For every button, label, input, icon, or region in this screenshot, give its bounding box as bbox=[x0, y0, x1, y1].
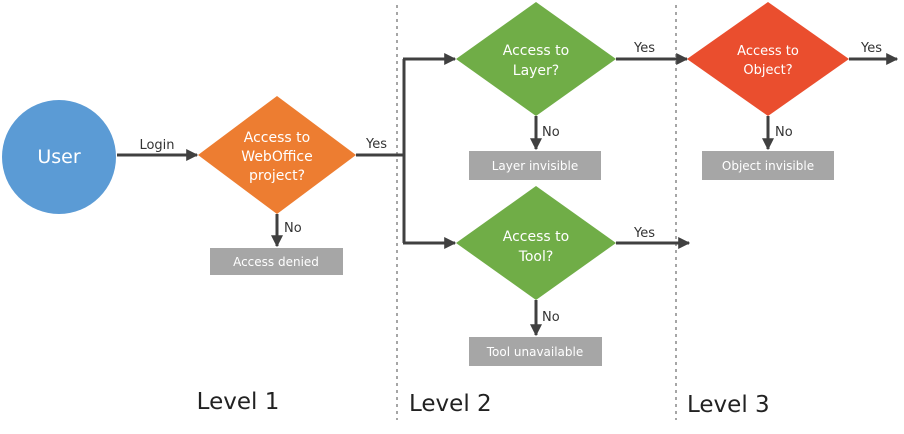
layer-invisible-label: Layer invisible bbox=[492, 159, 579, 173]
access-denied-box bbox=[210, 248, 343, 275]
webOffice-decision-line-3: project? bbox=[249, 168, 305, 184]
level-3-label: Level 3 bbox=[687, 392, 770, 418]
level-2-label: Level 2 bbox=[409, 391, 492, 417]
login-edge-label: Login bbox=[139, 138, 174, 153]
webOffice-decision-line-2: WebOffice bbox=[241, 149, 312, 165]
object-invisible-label: Object invisible bbox=[722, 159, 814, 173]
object-decision bbox=[687, 2, 849, 116]
webOffice-decision-line-1: Access to bbox=[244, 130, 310, 146]
object-yes-label: Yes bbox=[860, 41, 882, 56]
layer-invisible-box bbox=[469, 151, 601, 180]
tool-decision bbox=[456, 186, 616, 300]
layer-decision-line-2: Layer? bbox=[513, 63, 559, 79]
user-label: User bbox=[37, 146, 80, 168]
tool-no-label: No bbox=[542, 310, 560, 325]
tool-decision-line-1: Access to bbox=[503, 229, 569, 245]
layer-decision-line-1: Access to bbox=[503, 43, 569, 59]
object-decision-line-1: Access to bbox=[737, 44, 799, 59]
layer-yes-label: Yes bbox=[633, 41, 655, 56]
tool-unavailable-box bbox=[469, 337, 602, 366]
tool-unavailable-label: Tool unavailable bbox=[486, 345, 584, 359]
object-invisible-box bbox=[702, 151, 834, 180]
tool-decision-line-2: Tool? bbox=[518, 249, 554, 265]
level-1-label: Level 1 bbox=[197, 389, 280, 415]
access-denied-label: Access denied bbox=[233, 255, 319, 269]
user-node bbox=[2, 100, 116, 214]
webOffice-decision bbox=[198, 96, 356, 214]
tool-yes-label: Yes bbox=[633, 226, 655, 241]
object-decision-line-2: Object? bbox=[743, 63, 792, 78]
webOffice-yes-label: Yes bbox=[365, 137, 387, 152]
object-no-label: No bbox=[775, 125, 793, 140]
layer-decision bbox=[456, 2, 616, 116]
webOffice-no-label: No bbox=[284, 221, 302, 236]
layer-no-label: No bbox=[542, 125, 560, 140]
